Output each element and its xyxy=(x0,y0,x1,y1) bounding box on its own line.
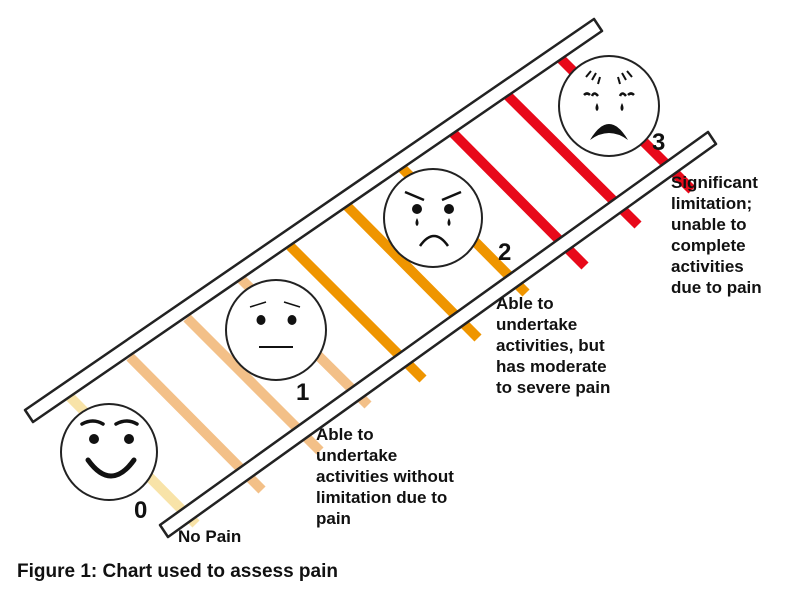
svg-text:limitation due to: limitation due to xyxy=(316,488,447,507)
svg-text:Able to: Able to xyxy=(316,425,374,444)
svg-text:complete: complete xyxy=(671,236,746,255)
level-number: 3 xyxy=(652,129,665,156)
svg-text:due to pain: due to pain xyxy=(671,278,762,297)
svg-text:limitation;: limitation; xyxy=(671,194,752,213)
level-caption: Able to undertake activities, but has mo… xyxy=(496,294,610,397)
ladder-rail-lower xyxy=(158,130,718,539)
svg-text:Able to: Able to xyxy=(496,294,554,313)
ladder-rail-upper xyxy=(23,17,604,424)
level-number: 0 xyxy=(134,497,147,524)
svg-text:undertake: undertake xyxy=(496,315,577,334)
svg-text:has moderate: has moderate xyxy=(496,357,607,376)
pain-ladder-diagram: 0 1 2 3 No Pain Able to undertake activi… xyxy=(23,17,762,546)
figure-caption: Figure 1: Chart used to assess pain xyxy=(17,561,338,582)
svg-text:unable to: unable to xyxy=(671,215,747,234)
level-caption: Able to undertake activities without lim… xyxy=(316,425,454,528)
svg-text:activities, but: activities, but xyxy=(496,336,605,355)
level-number: 2 xyxy=(498,239,511,266)
svg-text:pain: pain xyxy=(316,509,351,528)
level-caption: Significant limitation; unable to comple… xyxy=(671,173,762,297)
svg-text:undertake: undertake xyxy=(316,446,397,465)
distressed-face-icon xyxy=(558,55,660,157)
level-caption: No Pain xyxy=(178,527,241,546)
crying-face-icon xyxy=(383,168,483,268)
level-number: 1 xyxy=(296,379,309,406)
neutral-face-icon xyxy=(225,279,327,381)
svg-text:to severe pain: to severe pain xyxy=(496,378,610,397)
happy-face-icon xyxy=(60,403,158,501)
svg-text:activities without: activities without xyxy=(316,467,454,486)
svg-text:Significant: Significant xyxy=(671,173,758,192)
svg-text:No Pain: No Pain xyxy=(178,527,241,546)
ladder-rails xyxy=(23,17,718,539)
svg-text:activities: activities xyxy=(671,257,744,276)
